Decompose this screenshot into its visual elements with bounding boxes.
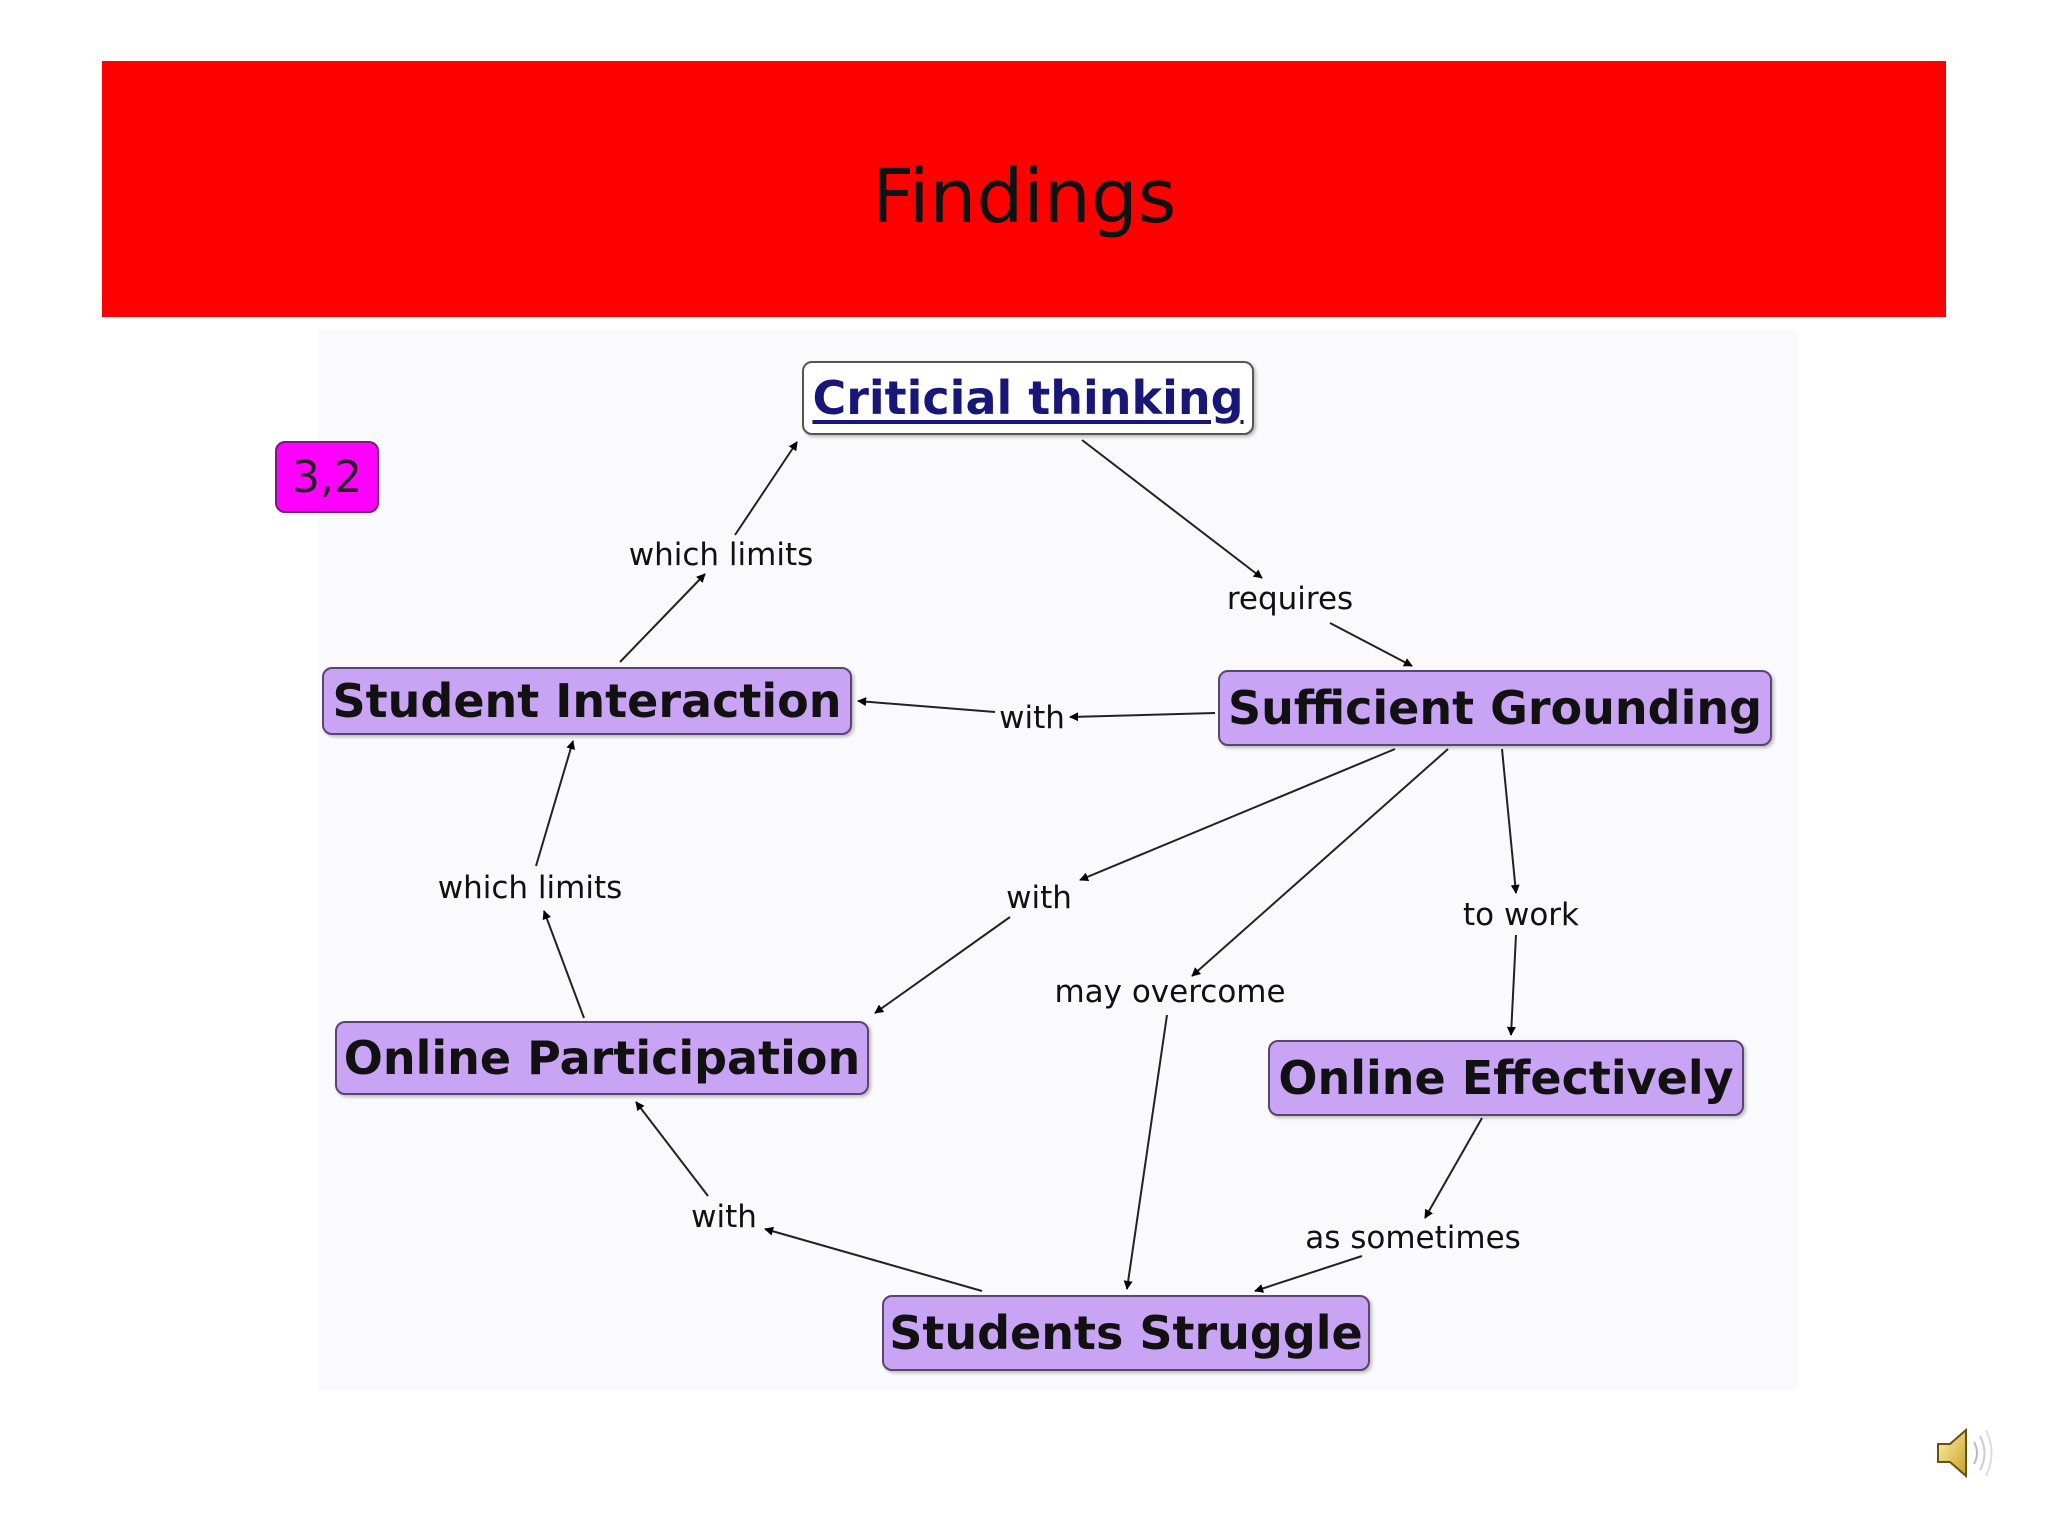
title-bar: Findings xyxy=(102,61,1946,317)
edge-grounding-to-with-top xyxy=(1069,712,1216,722)
link-label-requires: requires xyxy=(1226,581,1354,617)
node-online-effectively-label: Online Effectively xyxy=(1278,1051,1734,1105)
link-label-with-top: with xyxy=(999,700,1065,736)
node-sufficient-grounding-label: Sufficient Grounding xyxy=(1227,681,1763,735)
edge-grounding-to-towork xyxy=(1501,748,1520,894)
edge-interaction-to-limits-top xyxy=(619,573,706,663)
edge-with-middle-to-participation xyxy=(874,916,1011,1014)
edge-sometimes-to-struggle xyxy=(1254,1255,1363,1293)
node-critical-thinking: Criticial thinking xyxy=(802,361,1254,435)
node-critical-thinking-label: Criticial thinking xyxy=(812,371,1244,425)
link-label-as-sometimes: as sometimes xyxy=(1305,1220,1521,1256)
link-label-which-limits-top: which limits xyxy=(628,537,814,573)
edge-grounding-to-overcome xyxy=(1191,748,1449,977)
slide-badge-label: 3,2 xyxy=(292,451,362,503)
link-label-to-work: to work xyxy=(1463,897,1579,933)
link-label-may-overcome: may overcome xyxy=(1054,974,1286,1010)
edge-limits-top-to-critical xyxy=(734,441,798,536)
edge-critical-to-requires xyxy=(1081,439,1263,579)
edge-towork-to-effectively xyxy=(1506,934,1517,1036)
edge-limits-left-to-interaction xyxy=(535,740,576,867)
slide-title: Findings xyxy=(871,154,1177,240)
node-online-participation: Online Participation xyxy=(335,1021,869,1095)
node-online-effectively: Online Effectively xyxy=(1268,1040,1744,1116)
link-label-which-limits-left: which limits xyxy=(437,870,623,906)
edge-requires-to-grounding xyxy=(1329,622,1413,667)
node-sufficient-grounding: Sufficient Grounding xyxy=(1218,670,1772,746)
edge-effectively-to-sometimes xyxy=(1424,1117,1483,1219)
node-online-participation-label: Online Participation xyxy=(343,1031,861,1085)
node-student-interaction-label: Student Interaction xyxy=(332,674,842,728)
diagram-canvas xyxy=(318,330,1798,1390)
speaker-icon[interactable] xyxy=(1928,1418,1998,1488)
node-students-struggle-label: Students Struggle xyxy=(889,1306,1363,1360)
slide-badge: 3,2 xyxy=(275,441,379,513)
link-label-with-bottom: with xyxy=(691,1199,757,1235)
edge-with-top-to-interaction xyxy=(857,697,996,713)
edge-grounding-to-with-middle xyxy=(1079,748,1396,882)
edge-with-bottom-to-participation xyxy=(635,1101,709,1197)
edge-overcome-to-struggle xyxy=(1123,1014,1168,1290)
node-students-struggle: Students Struggle xyxy=(882,1295,1370,1371)
node-student-interaction: Student Interaction xyxy=(322,667,852,735)
edge-struggle-to-with-bottom xyxy=(764,1226,983,1292)
link-label-with-middle: with xyxy=(1006,880,1072,916)
edge-participation-to-limits-left xyxy=(542,910,585,1019)
